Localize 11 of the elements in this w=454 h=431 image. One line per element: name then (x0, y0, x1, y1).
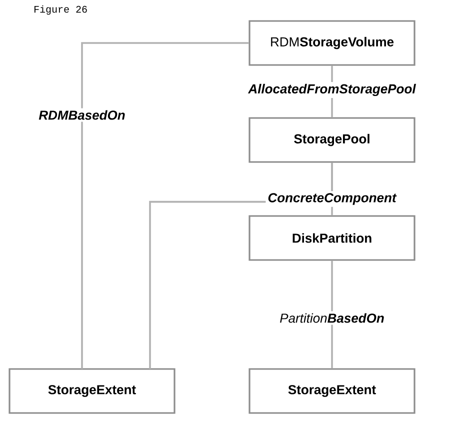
class-box: StorageExtent (248, 368, 416, 414)
edge-label: ConcreteComponent (266, 191, 398, 207)
figure-number: Figure 26 (34, 5, 87, 15)
class-box: StoragePool (248, 117, 416, 163)
edge-label: AllocatedFromStoragePool (246, 82, 418, 98)
class-box: RDMStorageVolume (248, 20, 416, 66)
connector-line (81, 42, 249, 369)
class-box: StorageExtent (8, 368, 176, 414)
edge-label: RDMBasedOn (36, 108, 128, 122)
class-box: DiskPartition (248, 215, 416, 261)
edge-label: PartitionBasedOn (278, 311, 386, 325)
